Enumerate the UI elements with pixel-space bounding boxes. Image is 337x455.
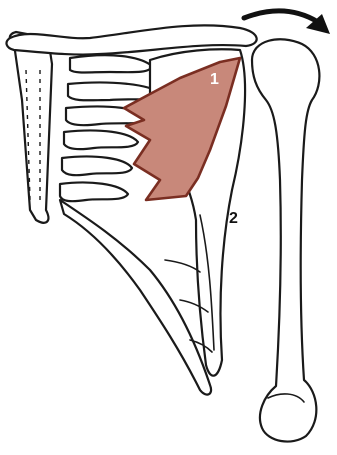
label-scapula: 2	[229, 210, 238, 227]
curved-arrow-icon	[244, 11, 330, 34]
vertebral-column	[10, 32, 52, 223]
label-muscle: 1	[210, 71, 219, 88]
humerus	[252, 39, 319, 441]
